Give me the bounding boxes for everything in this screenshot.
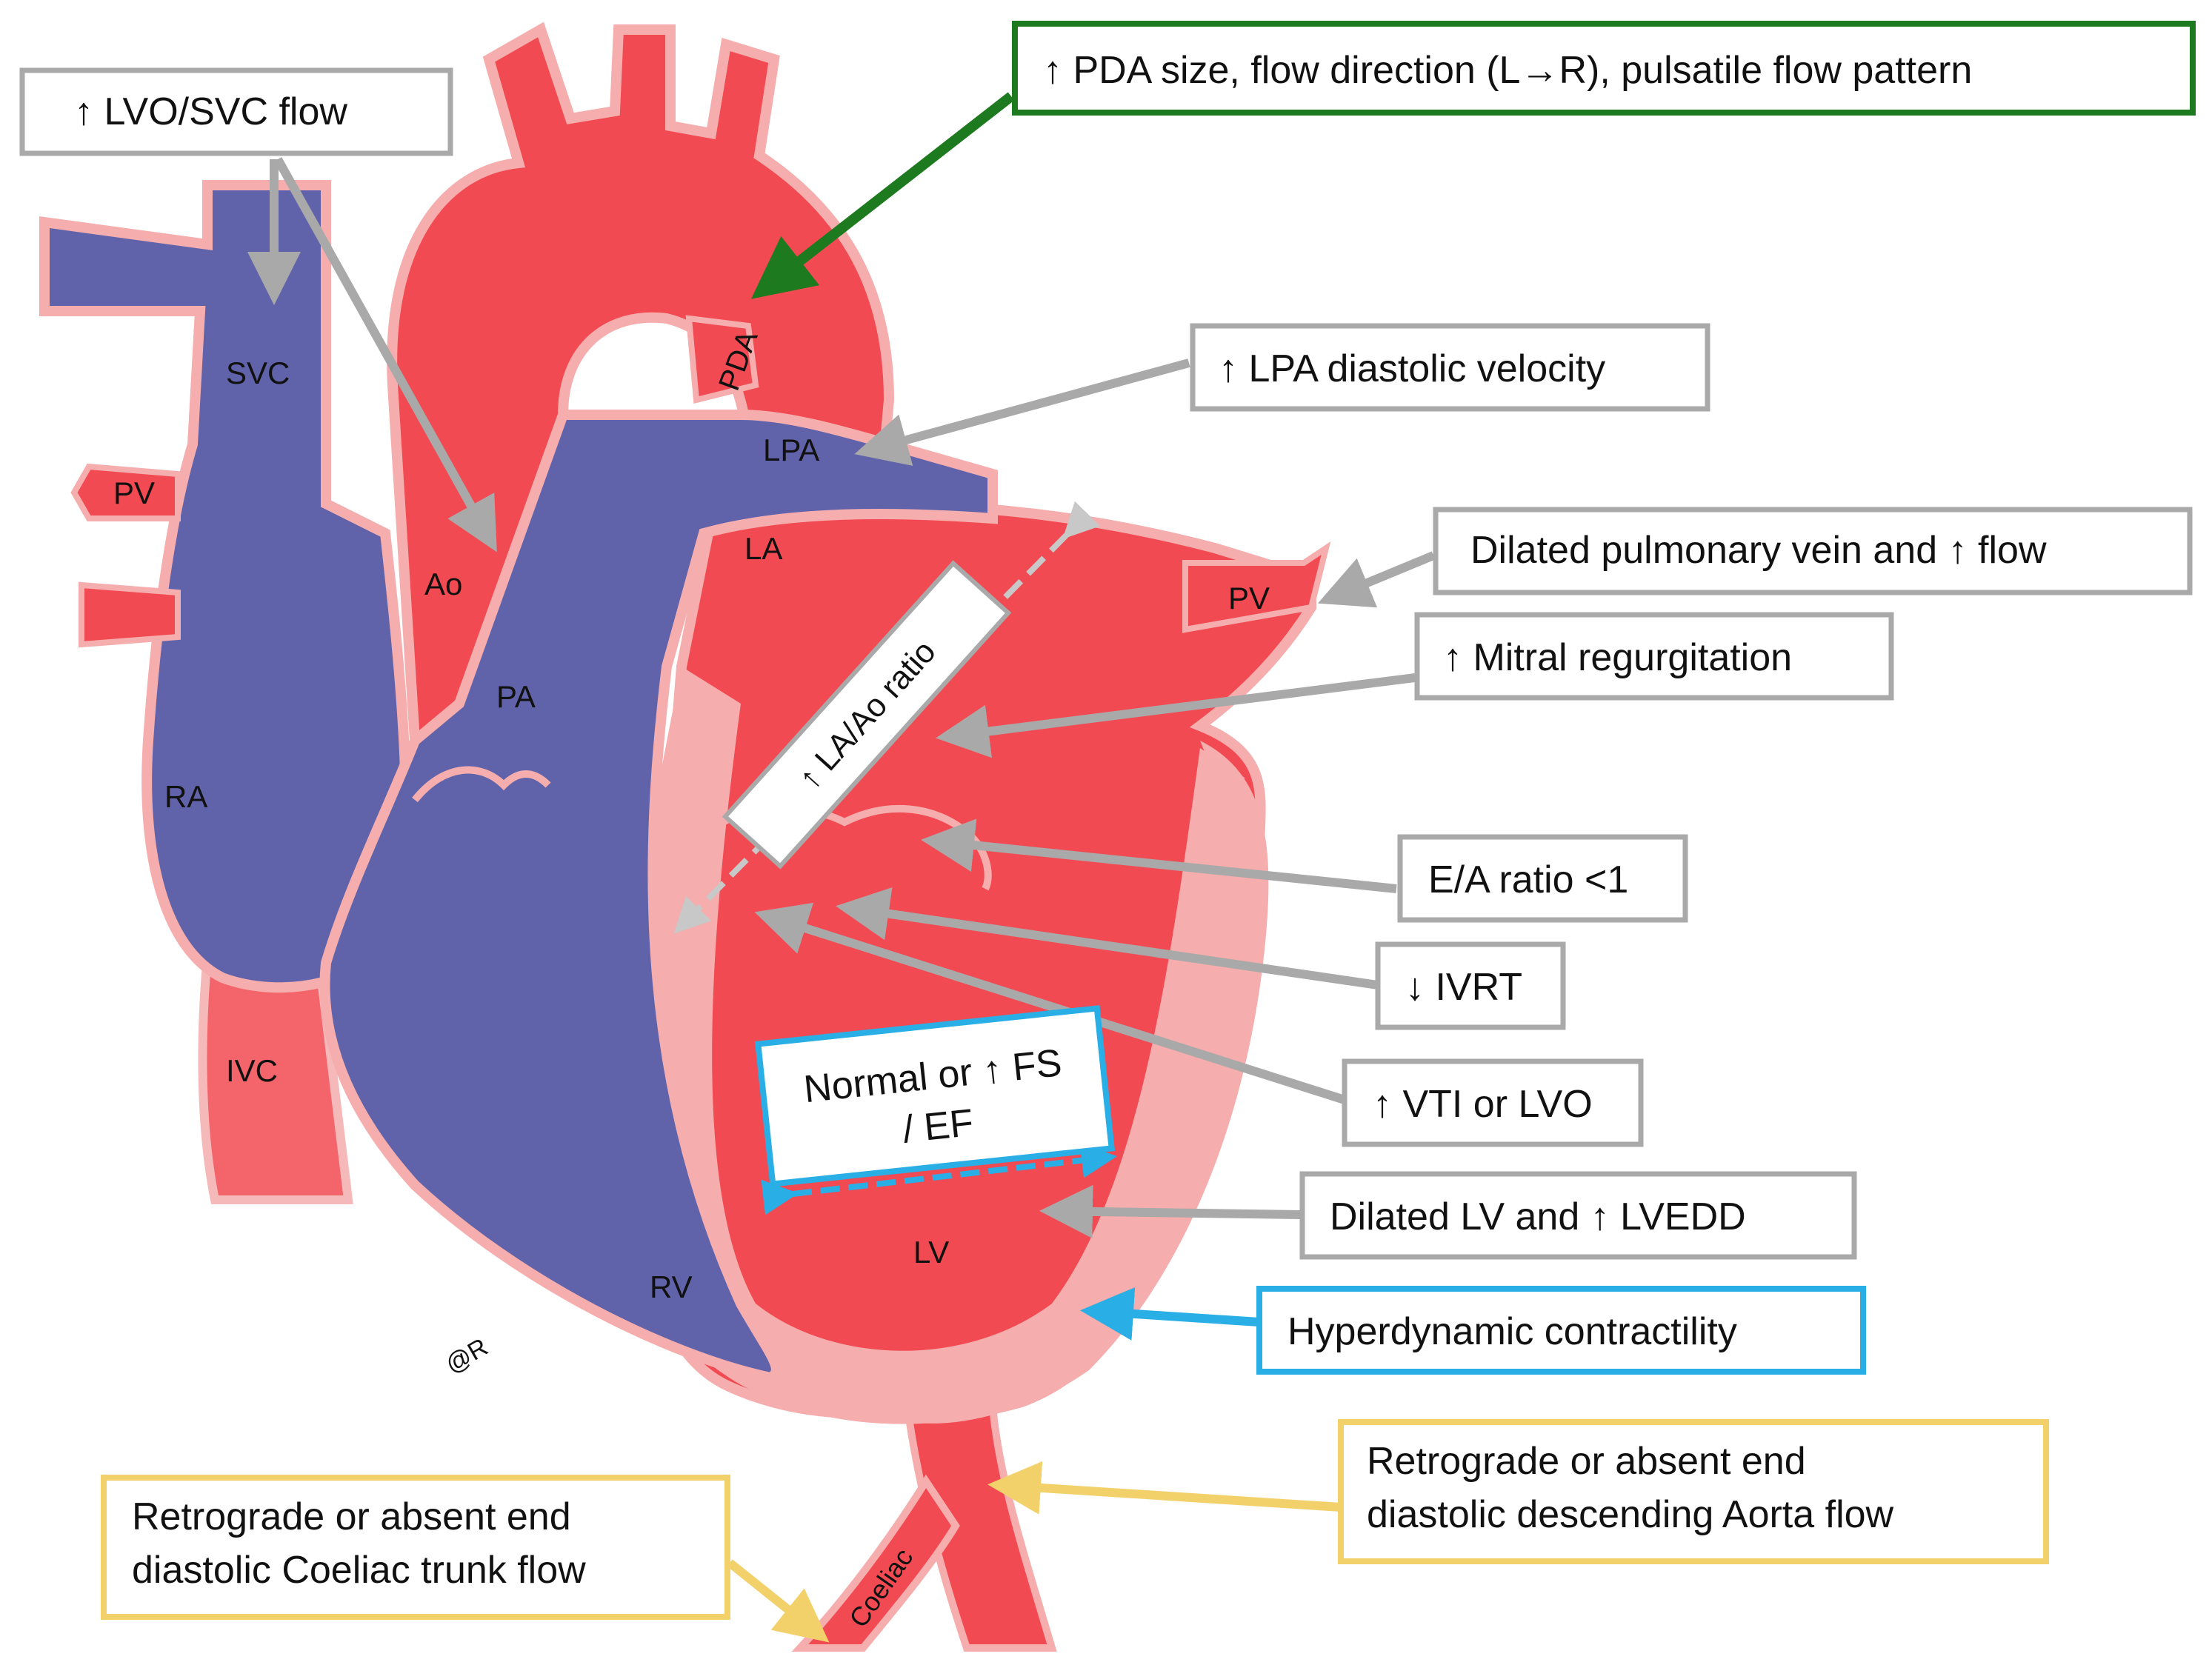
coeliac-flow-line2: diastolic Coeliac trunk flow bbox=[132, 1549, 586, 1592]
lpa-label: LPA bbox=[763, 433, 819, 467]
arrow-pulmonary-vein bbox=[1317, 551, 1436, 608]
box-hyperdynamic: Hyperdynamic contractility bbox=[1256, 1286, 1866, 1375]
svc-label: SVC bbox=[226, 356, 290, 390]
annotation-boxes: ↑ LVO/SVC flow ↑ PDA size, flow directio… bbox=[19, 21, 2196, 1620]
box-ea-ratio: E/A ratio <1 bbox=[1397, 834, 1688, 923]
outer-wall-shape bbox=[911, 741, 1269, 1424]
pulmonary-vein-left-lower-shape bbox=[79, 581, 181, 648]
vti-lvo-text: ↑ VTI or LVO bbox=[1373, 1083, 1593, 1126]
aorta-flow-line2: diastolic descending Aorta flow bbox=[1367, 1493, 1894, 1536]
box-aorta-flow: Retrograde or absent end diastolic desce… bbox=[1338, 1419, 2049, 1564]
arrow-dilated-lv bbox=[1039, 1184, 1301, 1238]
heart-illustration: SVC PV RA IVC Ao PA PDA LPA LA PV RV LV … bbox=[39, 21, 1331, 1652]
mitral-regurgitation-text: ↑ Mitral regurgitation bbox=[1443, 636, 1792, 679]
arrow-pda bbox=[750, 92, 1015, 299]
lvo-svc-flow-text: ↑ LVO/SVC flow bbox=[74, 90, 347, 133]
arrow-coeliac-flow bbox=[727, 1559, 830, 1643]
box-lvo-svc-flow: ↑ LVO/SVC flow bbox=[19, 67, 453, 156]
ra-label: RA bbox=[164, 779, 207, 814]
box-dilated-lv: Dilated LV and ↑ LVEDD bbox=[1299, 1171, 1857, 1260]
aorta-flow-line1: Retrograde or absent end bbox=[1367, 1440, 1806, 1483]
rv-label: RV bbox=[650, 1269, 693, 1304]
pv-right-label: PV bbox=[1228, 581, 1270, 615]
box-lpa-velocity: ↑ LPA diastolic velocity bbox=[1190, 323, 1710, 412]
dilated-lv-text: Dilated LV and ↑ LVEDD bbox=[1330, 1195, 1746, 1238]
annotation-arrows bbox=[247, 92, 1436, 1643]
arrow-aorta-flow bbox=[987, 1461, 1342, 1515]
box-pda-size: ↑ PDA size, flow direction (L→R), pulsat… bbox=[1012, 21, 2196, 116]
box-fs-ef: Normal or ↑ FS / EF bbox=[754, 1005, 1116, 1187]
ivc-shape bbox=[198, 951, 353, 1204]
box-mitral-regurgitation: ↑ Mitral regurgitation bbox=[1414, 612, 1894, 701]
box-pulmonary-vein: Dilated pulmonary vein and ↑ flow bbox=[1433, 507, 2193, 595]
pulmonary-vein-left-shape bbox=[70, 463, 181, 521]
coeliac-flow-line1: Retrograde or absent end bbox=[132, 1495, 571, 1538]
arrow-ea-ratio bbox=[921, 818, 1397, 893]
box-vti-lvo: ↑ VTI or LVO bbox=[1342, 1058, 1644, 1147]
signature-mark: @R bbox=[441, 1332, 493, 1378]
svc-ra-shape bbox=[39, 180, 412, 993]
arrow-ivrt bbox=[836, 887, 1379, 990]
pda-shape bbox=[685, 315, 759, 404]
box-coeliac-flow: Retrograde or absent end diastolic Coeli… bbox=[101, 1475, 730, 1620]
arrow-lvo-to-ao bbox=[273, 157, 497, 553]
ivc-label: IVC bbox=[226, 1053, 278, 1088]
lpa-velocity-text: ↑ LPA diastolic velocity bbox=[1219, 347, 1605, 390]
lv-label: LV bbox=[913, 1235, 949, 1269]
hyperdynamic-text: Hyperdynamic contractility bbox=[1287, 1310, 1737, 1353]
ea-ratio-text: E/A ratio <1 bbox=[1428, 858, 1628, 901]
pa-label: PA bbox=[496, 679, 536, 714]
fs-ef-dashed-line bbox=[761, 1142, 1117, 1215]
tricuspid-valve-shape bbox=[412, 766, 551, 803]
arrow-vti-lvo bbox=[754, 902, 1346, 1104]
la-label: LA bbox=[744, 531, 782, 566]
pulmonary-vein-text: Dilated pulmonary vein and ↑ flow bbox=[1470, 529, 2047, 572]
box-la-ao-ratio: ↑ LA/Ao ratio bbox=[722, 560, 1012, 870]
ao-label: Ao bbox=[424, 567, 462, 601]
arrow-hyperdynamic bbox=[1080, 1287, 1260, 1341]
pv-left-label: PV bbox=[113, 476, 155, 510]
coeliac-trunk-shape bbox=[791, 1474, 960, 1652]
box-ivrt: ↓ IVRT bbox=[1375, 941, 1566, 1030]
ivrt-text: ↓ IVRT bbox=[1405, 966, 1522, 1009]
pda-size-text: ↑ PDA size, flow direction (L→R), pulsat… bbox=[1043, 49, 1972, 92]
arrow-lpa bbox=[854, 358, 1190, 466]
fs-ef-line2: / EF bbox=[901, 1101, 976, 1152]
